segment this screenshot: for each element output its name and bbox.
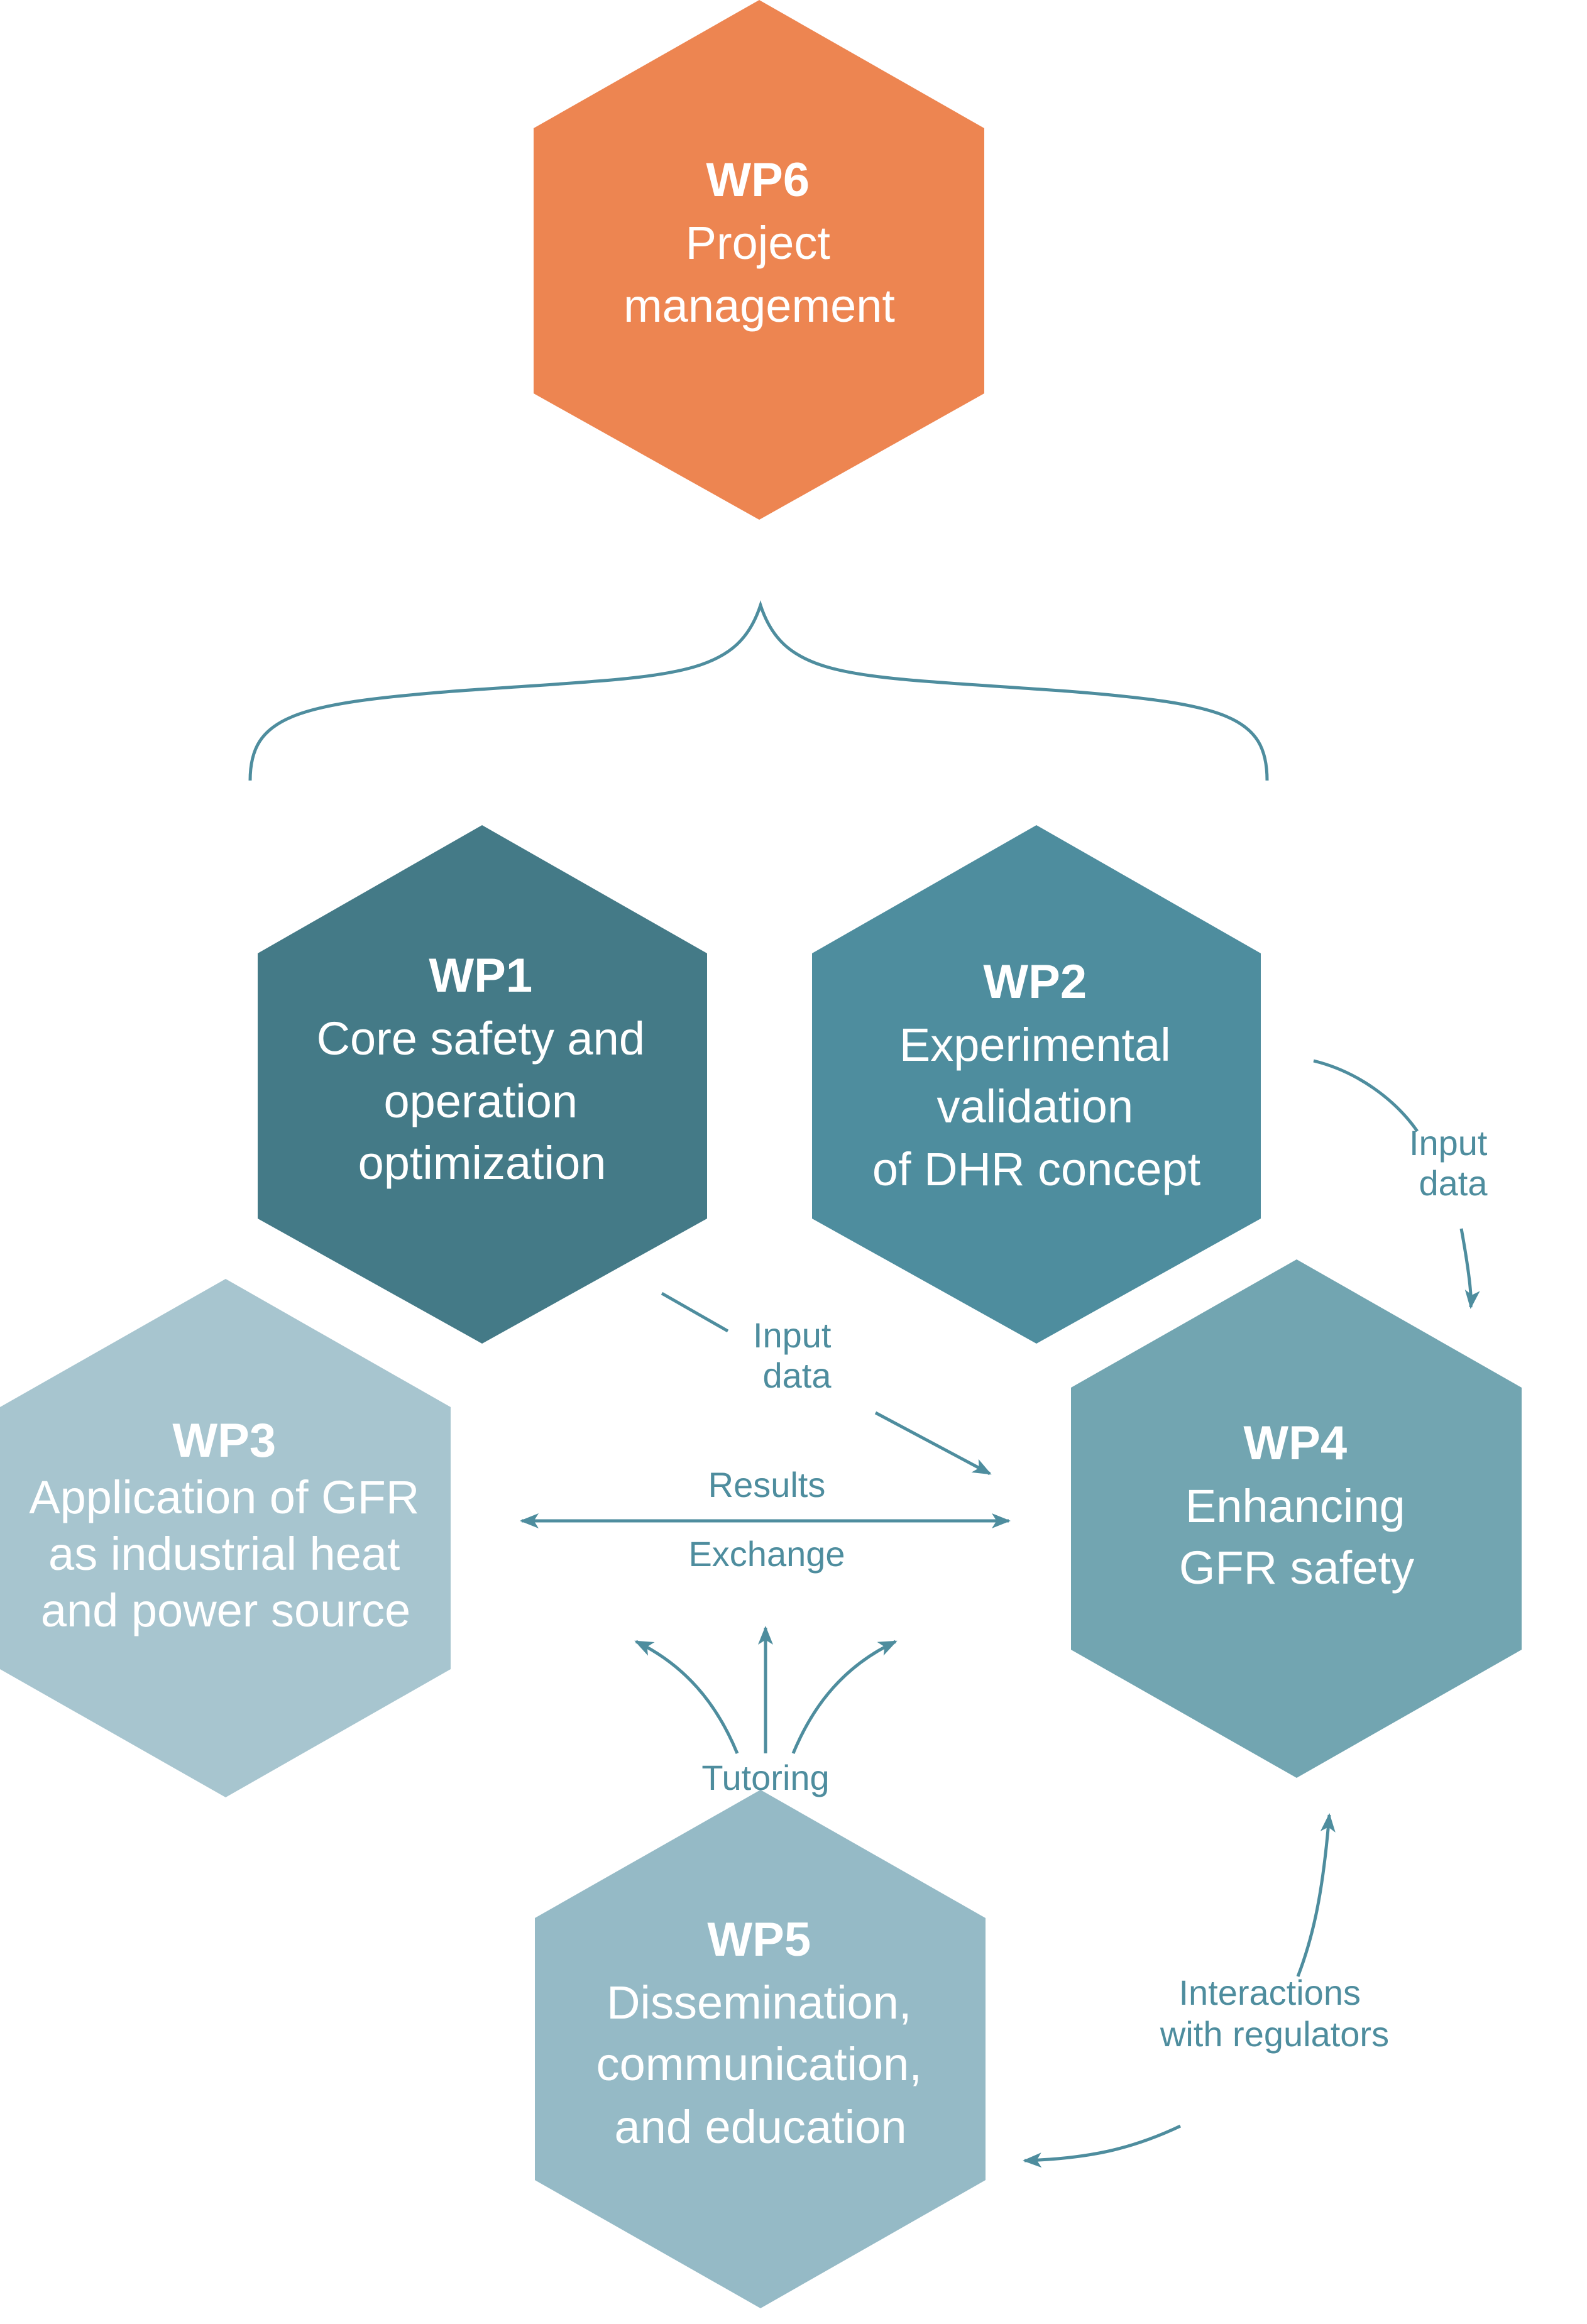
wp2-to-wp4-arrow-top: [1313, 1059, 1419, 1132]
wp5-line-3: and education: [615, 2101, 907, 2153]
wp3-shape: [0, 1279, 451, 1797]
regulators-label-line-2: with regulators: [1160, 2014, 1389, 2054]
wp4-line-2: GFR safety: [1179, 1542, 1414, 1594]
wp4-line-1: Enhancing: [1185, 1480, 1405, 1532]
regulators-arrow-up: [1296, 1813, 1336, 1977]
wp6-line-1: Project: [686, 217, 831, 269]
wp2-wp4-label-line-1: Input: [1409, 1123, 1488, 1163]
wp6-line-2: management: [623, 280, 895, 332]
wp2-line-2: validation: [936, 1080, 1133, 1132]
wp1-to-wp4-arrow-start: [661, 1291, 729, 1333]
wp1-wp4-label-line-1: Input: [753, 1315, 832, 1355]
wp3-line-2: as industrial heat: [48, 1528, 400, 1580]
wp4-hexagon[interactable]: WP4 Enhancing GFR safety: [1071, 1259, 1522, 1778]
wp2-line-1: Experimental: [899, 1019, 1171, 1071]
brace-connector: [248, 600, 1269, 781]
wp5-title: WP5: [707, 1913, 811, 1966]
wp2-shape: [812, 825, 1261, 1344]
svg-text:Interactions with regulato: Interactions with regulators: [1160, 1973, 1389, 2054]
exchange-label: Exchange: [688, 1534, 845, 1574]
wp3-hexagon[interactable]: WP3 Application of GFR as industrial hea…: [0, 1279, 451, 1797]
wp6-title: WP6: [706, 153, 810, 207]
wp5-hexagon[interactable]: WP5 Dissemination, communication, and ed…: [535, 1790, 986, 2308]
wp5-line-1: Dissemination,: [607, 1976, 911, 2029]
wp5-line-2: communication,: [596, 2038, 922, 2090]
svg-text:WP4 Enhancing GFR: WP4 Enhancing GFR safety: [1179, 1417, 1414, 1594]
wp6-shape: [534, 0, 984, 520]
wp2-to-wp4-arrow: [1459, 1228, 1480, 1309]
tutoring-arrow-right: [791, 1640, 898, 1754]
regulators-label-line-1: Interactions: [1178, 1973, 1361, 2012]
wp1-title: WP1: [429, 949, 532, 1002]
svg-text:WP3 Application of GFR: WP3 Application of GFR as industrial hea…: [29, 1414, 422, 1636]
svg-text:WP5 Dissemination,: WP5 Dissemination, communication, and ed…: [596, 1913, 925, 2153]
wp5-shape: [535, 1790, 986, 2308]
tutoring-label: Tutoring: [701, 1758, 829, 1797]
wp1-to-wp4-arrow: [874, 1411, 992, 1476]
wp1-line-1: Core safety and: [317, 1012, 645, 1065]
wp1-hexagon[interactable]: WP1 Core safety and operation optimizati…: [258, 825, 707, 1344]
svg-text:Input data: Input data: [753, 1315, 841, 1395]
wp3-line-3: and power source: [41, 1584, 410, 1636]
wp1-line-2: operation: [383, 1075, 578, 1127]
wp2-line-3: of DHR concept: [872, 1143, 1201, 1195]
wp3-line-1: Application of GFR: [29, 1471, 419, 1523]
wp3-title: WP3: [172, 1414, 276, 1467]
wp1-wp4-label-line-2: data: [763, 1356, 832, 1395]
wp2-hexagon[interactable]: WP2 Experimental validation of DHR conce…: [812, 825, 1261, 1344]
wp2-wp4-label-line-2: data: [1419, 1163, 1488, 1203]
wp2-title: WP2: [983, 955, 1087, 1009]
svg-text:WP6 Project manage: WP6 Project management: [623, 153, 895, 332]
wp4-title: WP4: [1243, 1417, 1347, 1470]
wp1-line-3: optimization: [358, 1137, 607, 1189]
wp6-hexagon[interactable]: WP6 Project management: [534, 0, 984, 520]
svg-text:WP2 Experimental v: WP2 Experimental validation of DHR conce…: [872, 955, 1201, 1195]
svg-text:WP1 Core safety and: WP1 Core safety and operation optimizati…: [317, 949, 648, 1189]
regulators-arrow-left: [1023, 2124, 1182, 2168]
wp1-shape: [258, 825, 707, 1344]
tutoring-arrow-left: [634, 1640, 739, 1754]
wp4-shape: [1071, 1259, 1522, 1778]
results-label: Results: [708, 1465, 826, 1505]
svg-text:Input data: Input data: [1409, 1123, 1497, 1203]
